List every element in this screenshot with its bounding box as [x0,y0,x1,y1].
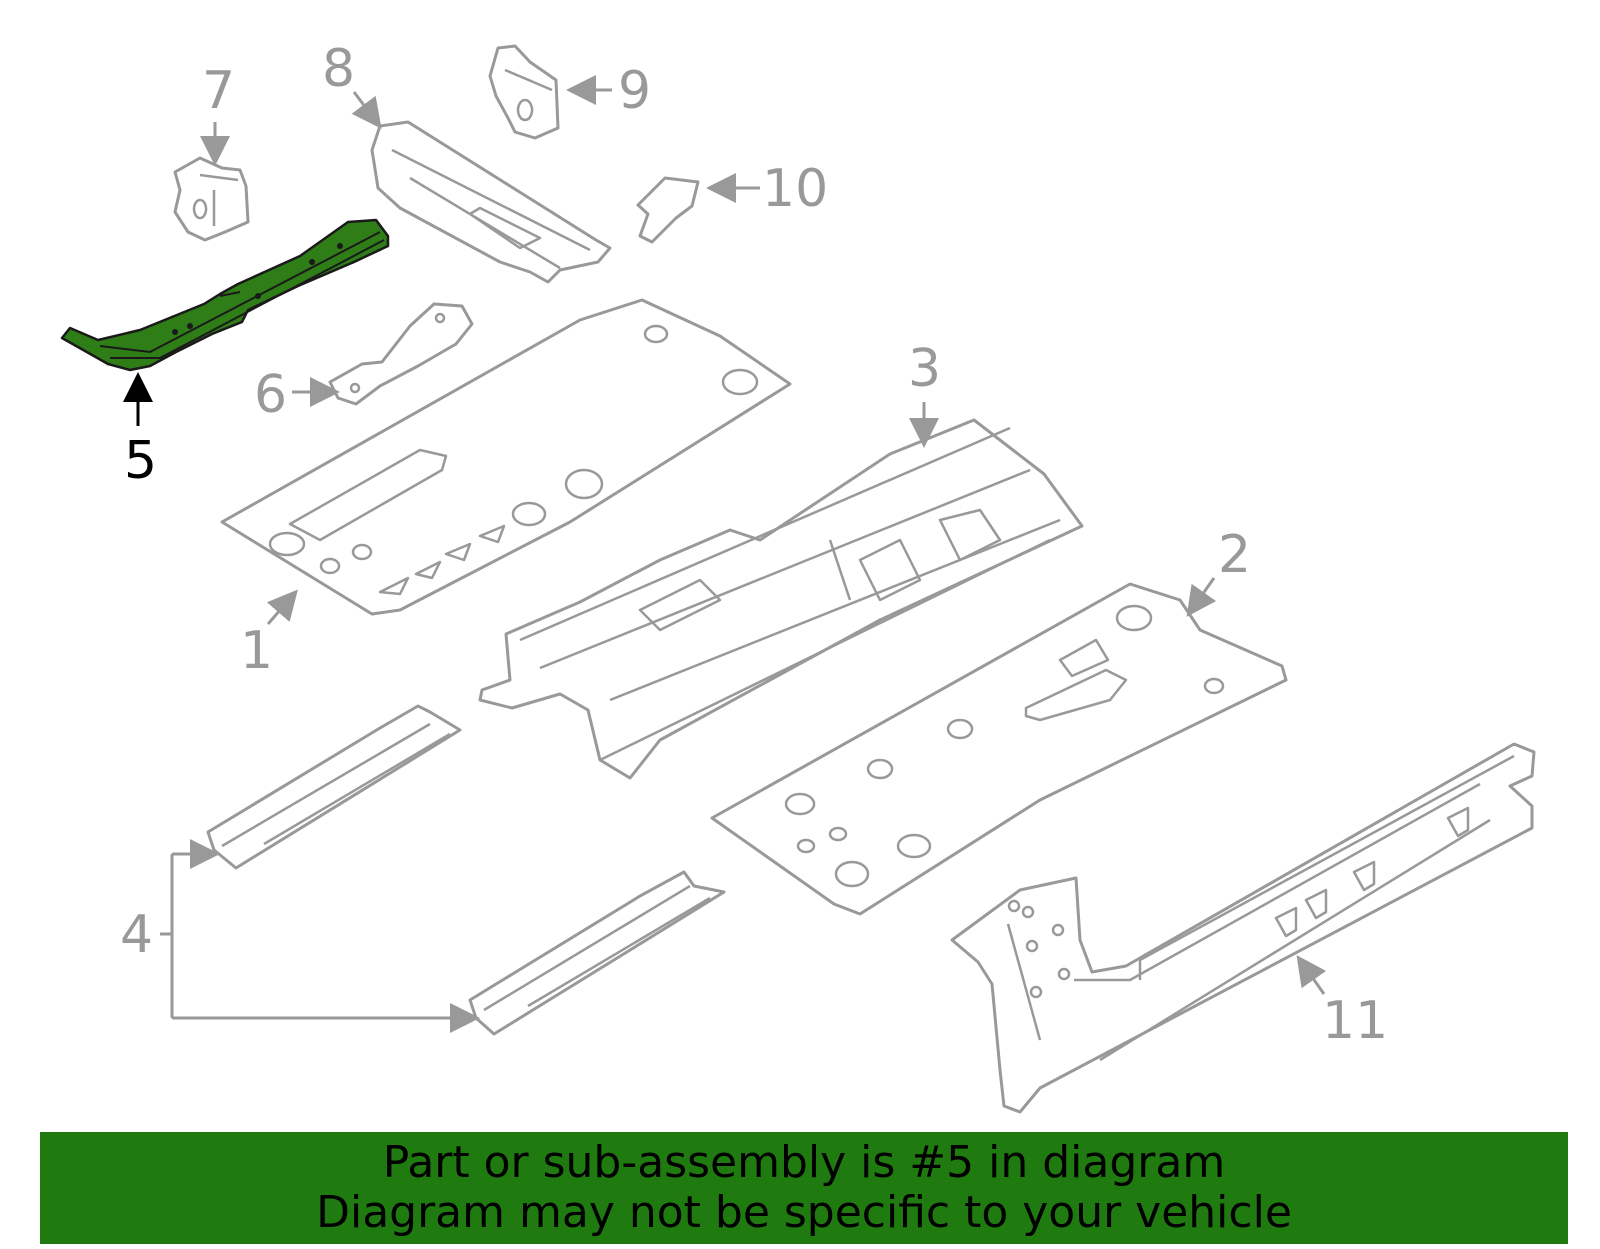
callout-10: 10 [762,159,828,219]
part-2-floor-pan[interactable] [710,582,1288,916]
callout-8: 8 [322,39,355,99]
part-7-bracket[interactable] [173,156,250,242]
part-3-tunnel[interactable] [478,418,1084,780]
callout-5: 5 [124,431,157,491]
part-4-rail-upper[interactable] [206,704,462,870]
part-9-bracket[interactable] [488,44,560,140]
part-11-side-sill[interactable] [950,742,1536,1114]
banner-line-1: Part or sub-assembly is #5 in diagram [382,1137,1226,1188]
callout-1: 1 [240,621,273,681]
part-8-crossmember[interactable] [370,120,612,284]
leader-lines [123,75,1327,1033]
part-4-rail-lower[interactable] [468,870,726,1036]
part-5-rail[interactable] [60,218,390,372]
banner-line-2: Diagram may not be specific to your vehi… [316,1187,1292,1238]
callout-3: 3 [908,339,941,399]
part-1-floor-pan[interactable] [220,298,792,616]
callout-4: 4 [120,905,153,965]
callout-2: 2 [1218,525,1251,585]
callout-7: 7 [202,61,235,121]
callout-9: 9 [618,61,651,121]
part-6-bracket[interactable] [328,302,474,406]
part-10-bracket[interactable] [636,176,700,244]
callout-11: 11 [1322,991,1388,1051]
callout-6: 6 [254,365,287,425]
info-banner: Part or sub-assembly is #5 in diagram Di… [40,1132,1568,1244]
